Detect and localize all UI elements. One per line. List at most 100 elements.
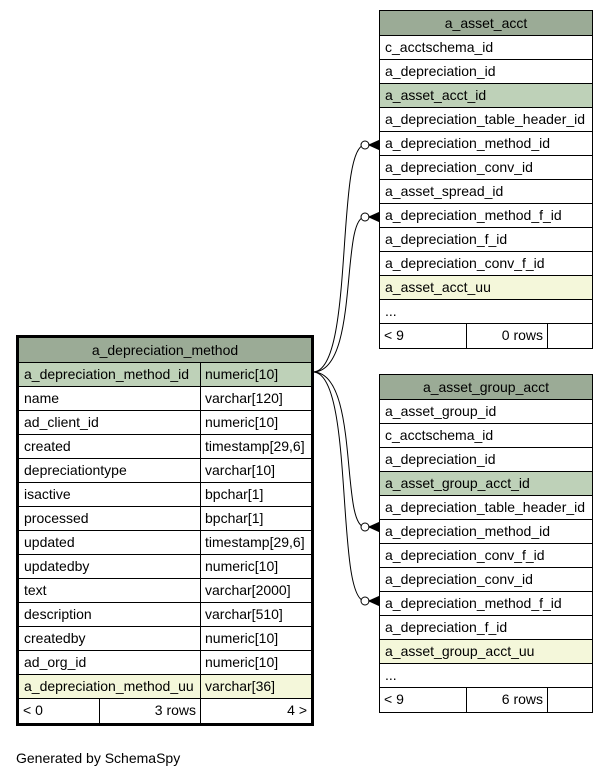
column-type: bpchar[1]	[205, 486, 264, 502]
edge-group-acct-method	[312, 371, 366, 528]
column-name: a_asset_group_id	[385, 403, 497, 419]
column-type: varchar[120]	[205, 390, 283, 406]
column-name: updatedby	[19, 555, 201, 578]
primary-key-row[interactable]: a_asset_group_acct_id	[380, 472, 592, 496]
column-row[interactable]: a_depreciation_id	[380, 448, 592, 472]
column-row[interactable]: a_depreciation_method_f_id	[380, 592, 592, 616]
column-row[interactable]: a_depreciation_conv_f_id	[380, 252, 592, 276]
schemaspy-credit: Generated by SchemaSpy	[16, 750, 181, 766]
row-count: 6 rows	[467, 688, 548, 712]
column-name: a_depreciation_table_header_id	[385, 111, 586, 127]
children-count[interactable]	[548, 324, 592, 348]
column-name: name	[19, 387, 201, 410]
column-name: c_acctschema_id	[385, 39, 494, 55]
children-count[interactable]	[548, 688, 592, 712]
column-row[interactable]: a_depreciation_method_f_id	[380, 204, 592, 228]
column-type: varchar[36]	[205, 678, 276, 694]
column-name: a_depreciation_conv_id	[385, 159, 533, 175]
column-type: varchar[10]	[205, 462, 276, 478]
column-row[interactable]: a_depreciation_f_id	[380, 616, 592, 640]
column-name: createdby	[19, 627, 201, 650]
column-name: c_acctschema_id	[385, 427, 494, 443]
column-row[interactable]: a_depreciation_conv_id	[380, 568, 592, 592]
uuid-column-row[interactable]: a_asset_group_acct_uu	[380, 640, 592, 664]
column-row[interactable]: a_depreciation_table_header_id	[380, 496, 592, 520]
column-name: ad_client_id	[19, 411, 201, 434]
column-name: a_asset_group_acct_uu	[385, 643, 535, 659]
column-name: a_depreciation_conv_f_id	[385, 547, 545, 563]
parents-count[interactable]: < 9	[380, 324, 467, 348]
table-header[interactable]: a_asset_acct	[380, 11, 592, 36]
column-name: a_depreciation_id	[385, 63, 496, 79]
table-footer: < 9 0 rows	[380, 324, 592, 348]
column-type: timestamp[29,6]	[205, 534, 305, 550]
column-name: a_depreciation_method_f_id	[385, 595, 562, 611]
table-a-depreciation-method[interactable]: a_depreciation_method a_depreciation_met…	[16, 335, 314, 726]
column-name: a_depreciation_id	[385, 451, 496, 467]
column-name: a_depreciation_method_id	[19, 363, 201, 386]
column-name: a_depreciation_f_id	[385, 619, 508, 635]
column-row[interactable]: a_depreciation_table_header_id	[380, 108, 592, 132]
column-row[interactable]: c_acctschema_id	[380, 424, 592, 448]
table-header[interactable]: a_asset_group_acct	[380, 375, 592, 400]
edge-asset-acct-method	[312, 144, 366, 373]
table-footer: < 9 6 rows	[380, 688, 592, 712]
column-name: a_asset_acct_id	[385, 87, 487, 103]
column-name: a_depreciation_f_id	[385, 231, 508, 247]
column-type: varchar[2000]	[205, 582, 291, 598]
edge-group-acct-method-f	[312, 371, 366, 602]
column-row[interactable]: c_acctschema_id	[380, 36, 592, 60]
primary-key-row[interactable]: a_asset_acct_id	[380, 84, 592, 108]
children-count[interactable]: 4 >	[287, 702, 307, 718]
parents-count[interactable]: < 9	[380, 688, 467, 712]
column-row[interactable]: a_asset_spread_id	[380, 180, 592, 204]
column-row[interactable]: a_depreciation_conv_id	[380, 156, 592, 180]
table-footer: < 0 3 rows 4 >	[19, 699, 311, 723]
column-row[interactable]: a_depreciation_f_id	[380, 228, 592, 252]
table-a-asset-acct[interactable]: a_asset_acct c_acctschema_id a_depreciati…	[379, 10, 593, 349]
parents-count[interactable]: < 0	[19, 699, 100, 723]
column-type: numeric[10]	[205, 366, 279, 382]
column-name: a_depreciation_method_uu	[19, 675, 201, 698]
column-name: updated	[19, 531, 201, 554]
table-header[interactable]: a_depreciation_method	[19, 338, 311, 363]
column-row[interactable]: a_asset_group_id	[380, 400, 592, 424]
column-name: a_depreciation_table_header_id	[385, 499, 586, 515]
column-row[interactable]: a_depreciation_method_id	[380, 132, 592, 156]
column-list: a_asset_group_id c_acctschema_id a_depreci…	[380, 400, 592, 688]
column-name: ...	[385, 303, 397, 319]
column-type: numeric[10]	[205, 558, 279, 574]
table-a-asset-group-acct[interactable]: a_asset_group_acct a_asset_group_id c_acc…	[379, 374, 593, 713]
row-count: 3 rows	[100, 699, 201, 723]
uuid-column-row[interactable]: a_asset_acct_uu	[380, 276, 592, 300]
column-name: a_depreciation_method_id	[385, 523, 551, 539]
column-name: a_asset_spread_id	[385, 183, 504, 199]
column-row[interactable]: a_depreciation_id	[380, 60, 592, 84]
column-name: a_asset_acct_uu	[385, 279, 491, 295]
column-type: numeric[10]	[205, 414, 279, 430]
column-name: text	[19, 579, 201, 602]
column-name: ...	[385, 667, 397, 683]
column-name: created	[19, 435, 201, 458]
column-name: a_depreciation_conv_f_id	[385, 255, 545, 271]
column-row[interactable]: a_depreciation_method_id	[380, 520, 592, 544]
column-row[interactable]: a_depreciation_conv_f_id	[380, 544, 592, 568]
column-row[interactable]: ...	[380, 300, 592, 324]
edge-asset-acct-method-f	[312, 216, 366, 373]
column-row[interactable]: ...	[380, 664, 592, 688]
